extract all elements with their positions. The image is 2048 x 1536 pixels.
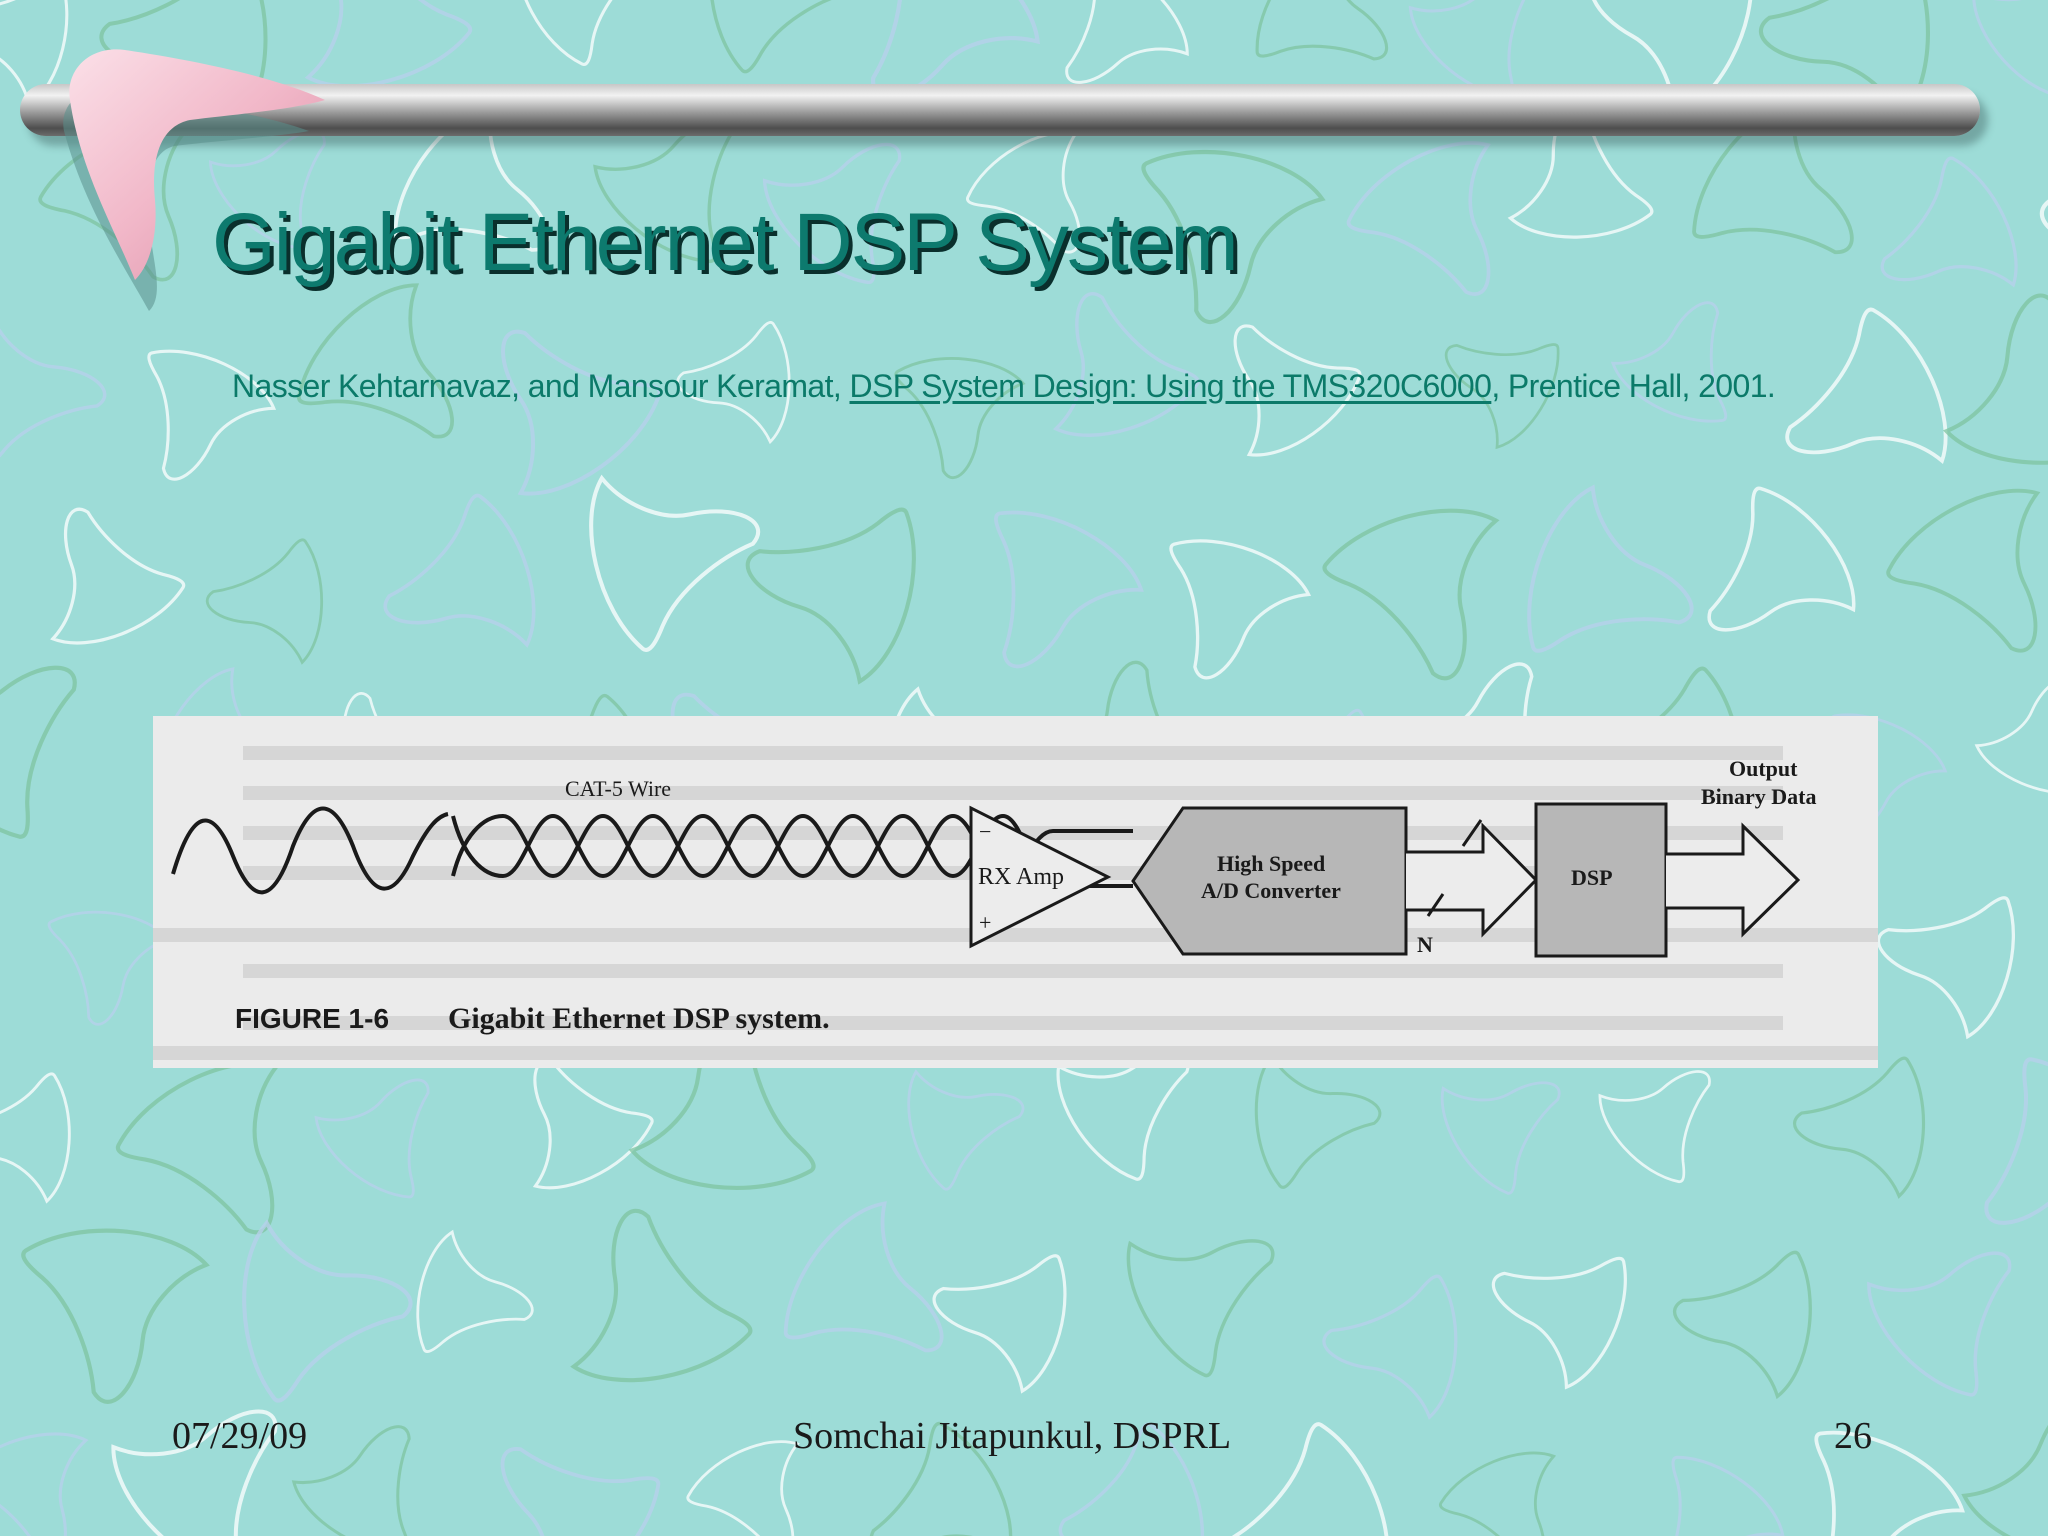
boomerang-outline-icon [290,1418,461,1536]
gigabit-ethernet-figure: CAT-5 Wire − + RX Amp High Speed A/D Con… [153,716,1878,1068]
block-diagram: CAT-5 Wire − + RX Amp High Speed A/D Con… [153,746,1878,1060]
citation-publisher: , Prentice Hall, 2001. [1491,368,1776,404]
boomerang-outline-icon [1434,1443,1556,1536]
footer-page-number: 26 [1834,1415,1872,1457]
boomerang-outline-icon [0,1414,88,1536]
boomerang-outline-icon [1864,1245,2042,1416]
amp-minus-label: − [979,819,991,844]
boomerang-outline-icon [380,481,556,647]
boomerang-outline-icon [925,1211,1110,1395]
bus-width-label: N [1417,932,1433,957]
boomerang-outline-icon [1970,0,2048,110]
rx-amp-label: RX Amp [978,864,1064,890]
boomerang-outline-icon [1476,483,1703,711]
boomerang-outline-icon [0,662,104,855]
boomerang-outline-icon [1439,1078,1568,1199]
boomerang-outline-icon [0,1177,208,1409]
boomerang-outline-icon [116,1061,276,1233]
adc-block [1131,806,1408,956]
dsp-label: DSP [1571,865,1613,890]
boomerang-outline-icon [1037,0,1191,89]
citation-book-link[interactable]: DSP System Design: Using the TMS320C6000 [849,368,1492,404]
output-arrow [1666,822,1801,938]
boomerang-outline-icon [201,511,358,665]
citation-authors: Nasser Kehtarnavaz, and Mansour Keramat, [232,368,850,404]
adc-to-dsp-bus-arrow [1406,822,1539,938]
slide-title: Gigabit Ethernet DSP System [212,197,1239,288]
reference-citation: Nasser Kehtarnavaz, and Mansour Keramat,… [232,368,1776,405]
boomerang-outline-icon [1120,496,1312,687]
boomerang-outline-icon [1686,473,1858,637]
boomerang-outline-icon [1316,1240,1499,1420]
boomerang-outline-icon [1951,1037,2048,1229]
figure-caption-text: Gigabit Ethernet DSP system. [448,1002,830,1035]
footer-author: Somchai Jitapunkul, DSPRL [793,1415,1232,1457]
boomerang-outline-icon [1484,1207,1667,1391]
bus-slash-top [1461,819,1483,847]
boomerang-outline-icon [531,1057,655,1190]
cat5-twisted-pair [451,813,1133,888]
boomerang-outline-icon [1055,1049,1203,1189]
boomerang-outline-icon [1306,483,1496,682]
cat5-wire-label: CAT-5 Wire [565,776,671,801]
boomerang-outline-icon [15,874,171,1031]
boomerang-outline-icon [51,506,193,656]
boomerang-outline-icon [515,0,647,68]
boomerang-outline-icon [1869,851,2048,1040]
boomerang-outline-icon [1618,1427,1787,1536]
boomerang-outline-icon [1223,1414,1403,1536]
boomerang-outline-icon [1221,1053,1386,1214]
boomerang-outline-icon [378,1229,540,1390]
boomerang-outline-icon [1960,1387,2048,1536]
boomerang-outline-icon [1880,154,2022,287]
footer-date: 07/29/09 [172,1415,308,1457]
bus-slash-bottom [1426,893,1445,917]
boomerang-outline-icon [674,0,858,98]
figure-caption-number: FIGURE 1-6 [235,1003,389,1034]
boomerang-outline-icon [1754,1388,1967,1536]
rx-amp-triangle [969,805,1112,949]
dsp-block [1534,802,1668,958]
output-label-line1: Output [1729,756,1798,781]
boomerang-logo-icon [63,49,325,311]
boomerang-outline-icon [1784,303,1955,463]
adc-label-line1: High Speed [1217,851,1325,876]
amp-plus-label: + [979,910,991,935]
boomerang-outline-icon [750,1199,952,1405]
boomerang-outline-icon [886,1069,1027,1205]
adc-label-line2: A/D Converter [1201,878,1341,903]
boomerang-outline-icon [198,1222,416,1435]
boomerang-outline-icon [1886,488,2040,653]
boomerang-outline-icon [562,478,762,670]
boomerang-outline-icon [2034,461,2048,679]
output-label-line2: Binary Data [1701,784,1817,809]
boomerang-outline-icon [1345,140,1493,299]
boomerang-outline-icon [1596,1065,1735,1198]
boomerang-outline-icon [1126,1236,1279,1380]
boomerang-outline-icon [312,1073,465,1221]
boomerang-outline-icon [934,468,1146,677]
boomerang-outline-icon [493,1407,685,1536]
boomerang-outline-icon [684,1436,799,1536]
boomerang-outline-icon [1973,672,2048,830]
boomerang-outline-icon [0,1042,108,1204]
boomerang-outline-icon [1666,1212,1856,1400]
boomerang-outline-icon [2034,85,2048,313]
boomerang-outline-icon [1945,288,2048,514]
boomerang-outline-icon [739,455,967,683]
boomerang-outline-icon [573,1206,774,1415]
title-bar-rod [20,84,1980,136]
input-signal-wave [171,806,449,895]
